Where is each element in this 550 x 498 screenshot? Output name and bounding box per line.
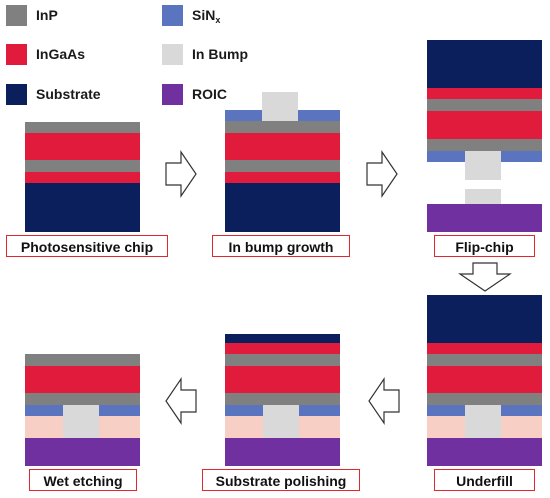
stage-label-wet-etching: Wet etching: [29, 469, 137, 491]
stage-label-substrate-polishing: Substrate polishing: [202, 469, 360, 491]
ingaas-layer: [427, 366, 542, 393]
sinx-layer: [427, 405, 465, 416]
stage-label-underfill: Underfill: [434, 469, 535, 491]
roic-layer: [427, 438, 542, 466]
inp-layer: [25, 122, 140, 133]
sinx-layer: [299, 405, 340, 416]
sinx-layer: [298, 110, 340, 121]
arrow-right-icon: [366, 150, 398, 198]
sinx-layer: [427, 151, 465, 162]
substrate-layer: [427, 40, 542, 88]
inp-layer: [427, 393, 542, 405]
in-bump: [262, 92, 298, 121]
ingaas-layer: [25, 366, 140, 393]
sinx-layer: [99, 405, 140, 416]
roic-layer: [427, 204, 542, 232]
ingaas-layer: [225, 133, 340, 160]
sinx-layer: [25, 405, 63, 416]
inp-layer: [25, 393, 140, 405]
legend-label-substrate: Substrate: [36, 86, 101, 102]
legend-label-inp: InP: [36, 7, 58, 23]
legend-swatch-substrate: [6, 84, 27, 105]
in-bump: [63, 405, 99, 438]
legend-swatch-in-bump: [162, 44, 183, 65]
in-bump: [465, 189, 501, 204]
inp-layer: [225, 393, 340, 405]
sinx-layer: [501, 405, 542, 416]
in-bump: [263, 405, 299, 438]
ingaas-layer: [225, 343, 340, 354]
legend-swatch-sinx: [162, 5, 183, 26]
sinx-layer: [225, 405, 263, 416]
sinx-layer: [225, 110, 262, 121]
legend-swatch-inp: [6, 5, 27, 26]
inp-layer: [225, 354, 340, 366]
arrow-down-icon: [458, 262, 512, 292]
inp-layer: [427, 139, 542, 151]
arrow-left-icon: [165, 377, 197, 425]
inp-layer: [25, 160, 140, 172]
legend-swatch-roic: [162, 84, 183, 105]
roic-layer: [225, 438, 340, 466]
ingaas-layer: [427, 88, 542, 99]
legend-label-roic: ROIC: [192, 86, 227, 102]
sinx-layer: [501, 151, 542, 162]
ingaas-layer: [427, 343, 542, 354]
in-bump: [465, 151, 501, 180]
legend-swatch-ingaas: [6, 44, 27, 65]
inp-layer: [427, 354, 542, 366]
inp-layer: [25, 354, 140, 366]
stage-label-in-bump-growth: In bump growth: [212, 235, 350, 257]
stage-label-flip-chip: Flip-chip: [434, 235, 535, 257]
inp-layer: [225, 160, 340, 172]
ingaas-layer: [427, 111, 542, 139]
substrate-layer: [427, 295, 542, 343]
roic-layer: [25, 438, 140, 466]
legend-label-ingaas: InGaAs: [36, 46, 86, 62]
legend-label-sinx: SiNx: [192, 7, 221, 25]
legend-label-in-bump: In Bump: [192, 46, 248, 62]
arrow-left-icon: [368, 377, 400, 425]
stage-label-photosensitive-chip: Photosensitive chip: [6, 235, 168, 257]
inp-layer: [225, 121, 340, 133]
ingaas-layer: [25, 133, 140, 160]
substrate-layer: [25, 183, 140, 232]
in-bump: [465, 405, 501, 438]
ingaas-layer: [225, 172, 340, 183]
inp-layer: [427, 99, 542, 111]
substrate-layer: [225, 334, 340, 343]
ingaas-layer: [225, 366, 340, 393]
arrow-right-icon: [165, 150, 197, 198]
substrate-layer: [225, 183, 340, 232]
ingaas-layer: [25, 172, 140, 183]
